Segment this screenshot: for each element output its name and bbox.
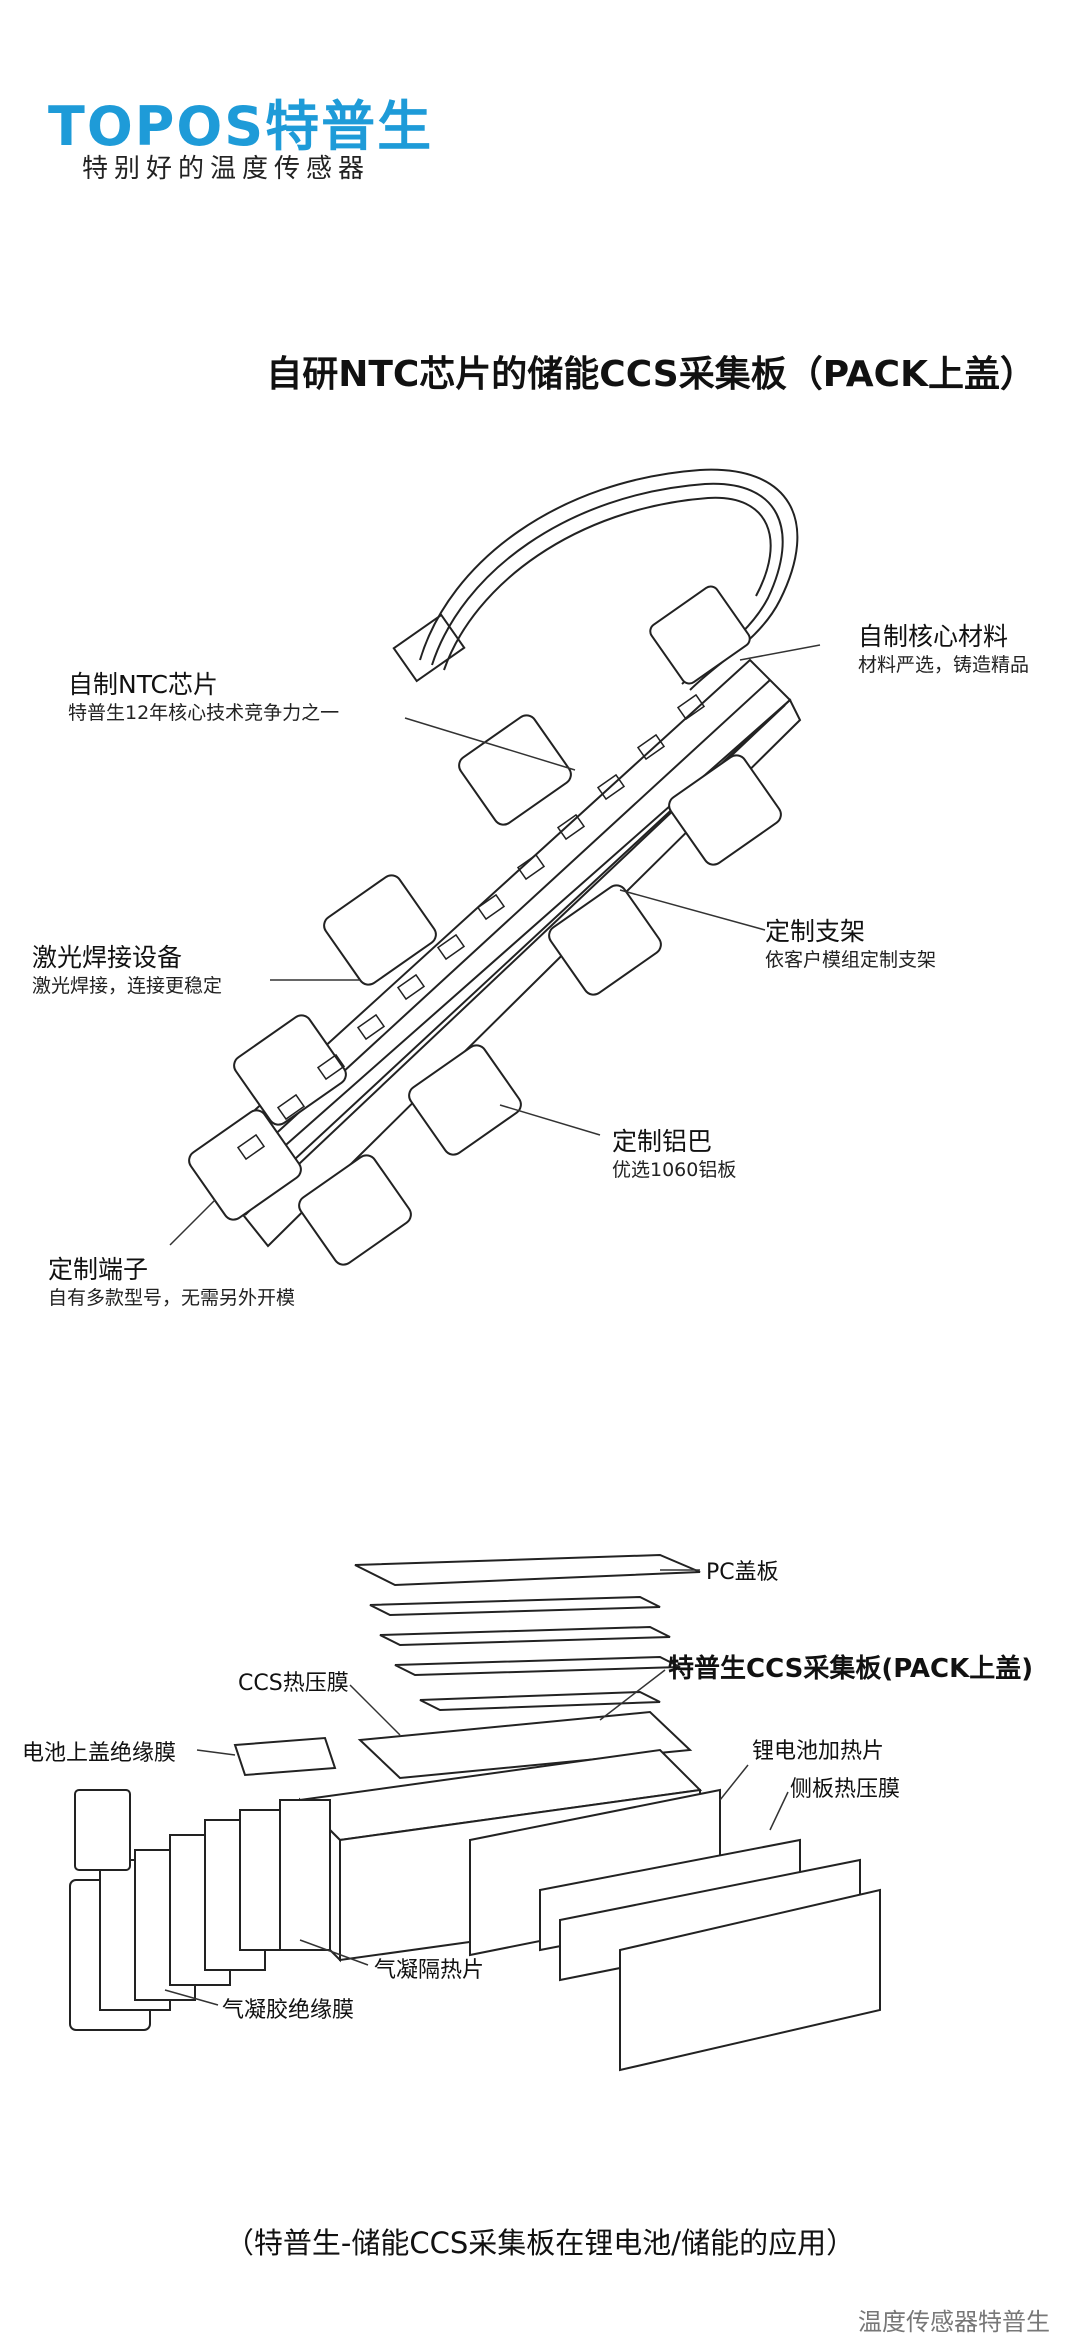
callout-bracket-title: 定制支架 <box>765 917 866 946</box>
figure1-title: 自研NTC芯片的储能CCS采集板（PACK上盖） <box>266 354 1036 395</box>
callout-core-material-desc: 材料严选，铸造精品 <box>858 654 1030 676</box>
callout-core-material-title: 自制核心材料 <box>858 622 1009 651</box>
label-top-insulation: 电池上盖绝缘膜 <box>22 1741 177 1766</box>
brand-tagline: 特别好的温度传感器 <box>82 154 371 184</box>
callout-busbar-title: 定制铝巴 <box>612 1127 713 1156</box>
callout-busbar-desc: 优选1060铝板 <box>612 1159 737 1181</box>
callout-laser-title: 激光焊接设备 <box>32 943 183 972</box>
ccs-board-illustration <box>169 468 821 1266</box>
callout-bracket-desc: 依客户模组定制支架 <box>765 949 937 971</box>
label-ccs-product: 特普生CCS采集板(PACK上盖) <box>668 1654 1034 1684</box>
callout-terminal-desc: 自有多款型号，无需另外开模 <box>48 1287 296 1309</box>
label-aerogel-film: 气凝胶绝缘膜 <box>222 1998 355 2023</box>
callout-terminal-title: 定制端子 <box>48 1255 149 1284</box>
label-pc-cover: PC盖板 <box>706 1560 779 1585</box>
wechat-watermark: 温度传感器特普生 <box>858 2308 1050 2336</box>
label-aerogel-sheet: 气凝隔热片 <box>374 1958 485 1983</box>
label-ccs-film: CCS热压膜 <box>238 1671 349 1696</box>
label-heater: 锂电池加热片 <box>752 1739 885 1764</box>
callout-ntc-chip-desc: 特普生12年核心技术竞争力之一 <box>68 702 340 724</box>
label-side-film: 侧板热压膜 <box>790 1777 901 1802</box>
brand-logo: TOPOS特普生 <box>48 95 434 158</box>
callout-ntc-chip-title: 自制NTC芯片 <box>68 670 218 699</box>
callout-laser-desc: 激光焊接，连接更稳定 <box>32 975 223 997</box>
figure-caption: （特普生-储能CCS采集板在锂电池/储能的应用） <box>224 2226 856 2260</box>
